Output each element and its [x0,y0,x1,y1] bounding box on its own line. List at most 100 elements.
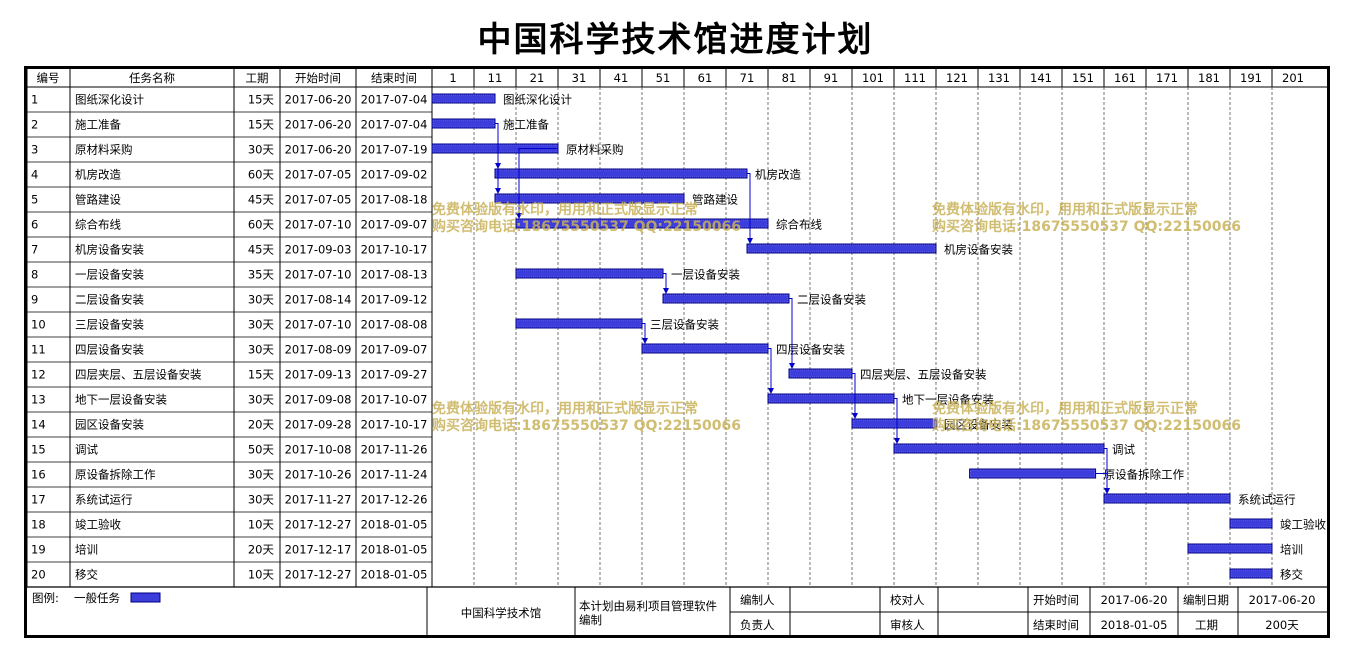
gantt-bar-hatch [1230,569,1272,578]
task-id: 17 [31,493,46,507]
gantt-bar [515,218,769,229]
gantt-frame [24,66,1330,638]
task-start: 2017-12-27 [285,568,352,582]
gantt-bar-label: 竣工验收 [1280,518,1326,532]
dependency-link [495,123,499,193]
task-start: 2017-12-17 [285,543,352,557]
timeline-tick-label: 111 [904,71,926,85]
timeline-tick-label: 191 [1240,71,1262,85]
task-name: 一层设备安装 [75,268,144,282]
task-start: 2017-06-20 [285,118,352,132]
gantt-bar-label: 培训 [1280,543,1303,557]
dependency-link [852,373,856,418]
gantt-bar [1229,568,1273,579]
task-start: 2017-07-10 [285,268,352,282]
gantt-bar [851,418,937,429]
task-id: 8 [31,268,38,282]
task-end: 2017-12-26 [361,493,428,507]
gantt-bar-label: 四层夹层、五层设备安装 [860,368,987,382]
watermark-line2: 购买咨询电话:18675550537 QQ:22150066 [432,218,741,235]
gantt-bar-hatch [1230,519,1272,528]
legend-item-label: 一般任务 [74,591,120,605]
task-duration: 60天 [248,218,275,232]
timeline-tick-label: 81 [782,71,797,85]
gantt-bar-label: 一层设备安装 [671,268,740,282]
task-id: 2 [31,118,38,132]
task-name: 地下一层设备安装 [75,393,167,407]
gantt-bar [515,268,664,279]
gantt-bar-label: 原设备拆除工作 [1104,468,1185,482]
dependency-arrow [642,338,648,344]
gantt-bar [893,443,1105,454]
gantt-bar [746,243,937,254]
gantt-bar [662,293,790,304]
task-name: 综合布线 [75,218,121,232]
timeline-tick-label: 201 [1282,71,1304,85]
task-name: 移交 [75,568,98,582]
page-title: 中国科学技术馆进度计划 [477,20,874,60]
dependency-link [663,273,667,293]
task-name: 机房设备安装 [75,243,144,257]
task-duration: 60天 [248,168,275,182]
dependency-link [789,298,793,368]
footer-reviewer-label: 审核人 [890,618,925,632]
timeline-tick-label: 11 [488,71,503,85]
task-name: 图纸深化设计 [75,93,144,107]
gantt-bar [641,343,769,354]
task-name: 四层夹层、五层设备安装 [75,368,202,382]
task-start: 2017-08-14 [285,293,352,307]
task-duration: 10天 [248,568,275,582]
task-duration: 45天 [248,243,275,257]
dependency-link [747,173,751,243]
task-start: 2017-10-08 [285,443,352,457]
task-end: 2017-11-26 [361,443,428,457]
dependency-link [642,323,646,343]
task-id: 12 [31,368,46,382]
task-duration: 15天 [248,368,275,382]
task-name: 原设备拆除工作 [75,468,156,482]
task-id: 18 [31,518,46,532]
gantt-bar [515,318,643,329]
task-duration: 30天 [248,293,275,307]
task-start: 2017-07-10 [285,218,352,232]
gantt-bar-hatch [768,394,894,403]
task-id: 3 [31,143,38,157]
task-end: 2017-08-18 [361,193,428,207]
task-start: 2017-11-27 [285,493,352,507]
task-start: 2017-06-20 [285,143,352,157]
gantt-bar-hatch [495,169,747,178]
gantt-bar-hatch [970,469,1095,478]
footer-end-value: 2018-01-05 [1101,618,1168,632]
task-end: 2017-09-27 [361,368,428,382]
watermark-line1: 免费体验版有水印，用用和正式版显示正常 [432,400,698,417]
task-duration: 15天 [248,118,275,132]
task-end: 2017-08-13 [361,268,428,282]
task-duration: 30天 [248,393,275,407]
task-end: 2017-10-07 [361,393,428,407]
task-name: 二层设备安装 [75,293,144,307]
dependency-link [1095,473,1108,493]
timeline-tick-label: 131 [988,71,1010,85]
task-name: 四层设备安装 [75,343,144,357]
footer-software-note-line1: 本计划由易利项目管理软件 [579,599,717,613]
timeline-tick-label: 91 [824,71,839,85]
task-end: 2017-09-02 [361,168,428,182]
task-start: 2017-09-08 [285,393,352,407]
gantt-bar-label: 系统试运行 [1238,493,1296,507]
gantt-bar-hatch [642,344,768,353]
legend-label: 图例: [32,591,59,605]
task-duration: 15天 [248,93,275,107]
task-end: 2018-01-05 [361,568,428,582]
gantt-bar-hatch [747,244,936,253]
gantt-bar [1229,518,1273,529]
dependency-link [768,348,772,393]
dependency-arrow [516,213,522,219]
timeline-tick-label: 21 [530,71,545,85]
task-id: 19 [31,543,46,557]
gantt-bar-label: 二层设备安装 [797,293,866,307]
task-start: 2017-07-05 [285,193,352,207]
task-id: 11 [31,343,46,357]
gantt-bar-label: 调试 [1112,443,1135,457]
column-header: 编号 [37,71,60,85]
